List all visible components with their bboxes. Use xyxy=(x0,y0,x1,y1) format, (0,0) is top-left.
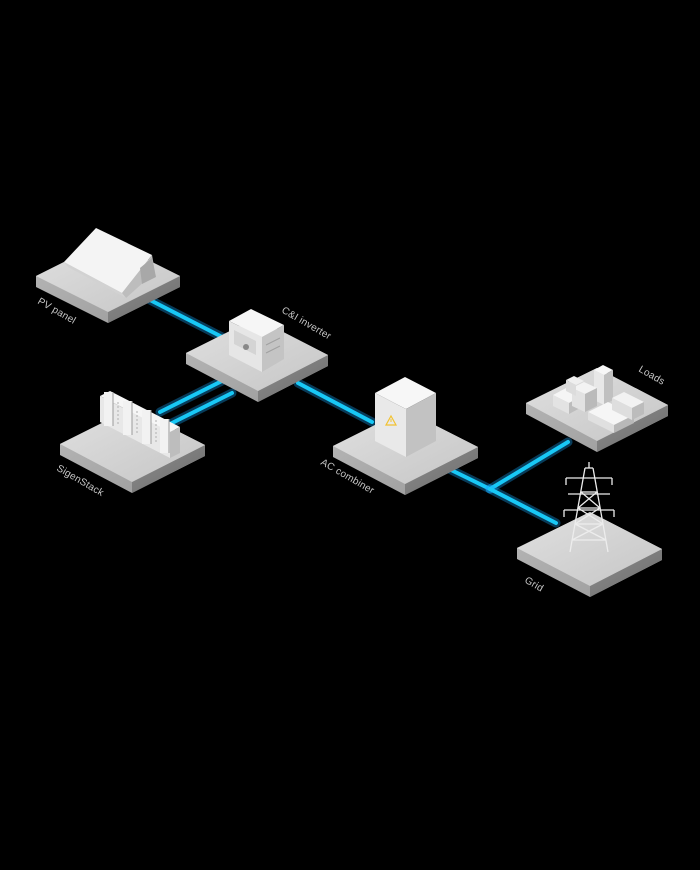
connections xyxy=(145,295,573,528)
link-junction-loads xyxy=(485,437,573,494)
platform xyxy=(517,512,662,597)
battery-stack-icon xyxy=(100,391,180,458)
grid-node: Grid xyxy=(517,462,662,597)
warning-icon xyxy=(384,414,398,426)
pv-panel-node: PV panel xyxy=(36,228,180,327)
link-junction-grid xyxy=(485,484,561,528)
house-roof-icon xyxy=(64,228,156,298)
inverter-box-icon xyxy=(229,309,284,372)
link-sigenstack-inverter-b xyxy=(165,388,237,429)
sigenstack-node: SigenStack xyxy=(55,391,205,499)
ac-combiner-node: AC combiner xyxy=(319,377,478,497)
link-inverter-combiner xyxy=(293,378,377,427)
grid-label: Grid xyxy=(523,575,546,594)
buildings-icon xyxy=(553,365,644,433)
link-sigenstack-inverter-a xyxy=(155,376,227,417)
combiner-cabinet-icon xyxy=(375,377,436,457)
transmission-tower-icon xyxy=(563,462,615,553)
loads-node: Loads xyxy=(526,364,668,452)
link-pv-inverter xyxy=(145,295,233,345)
loads-label: Loads xyxy=(637,364,667,388)
